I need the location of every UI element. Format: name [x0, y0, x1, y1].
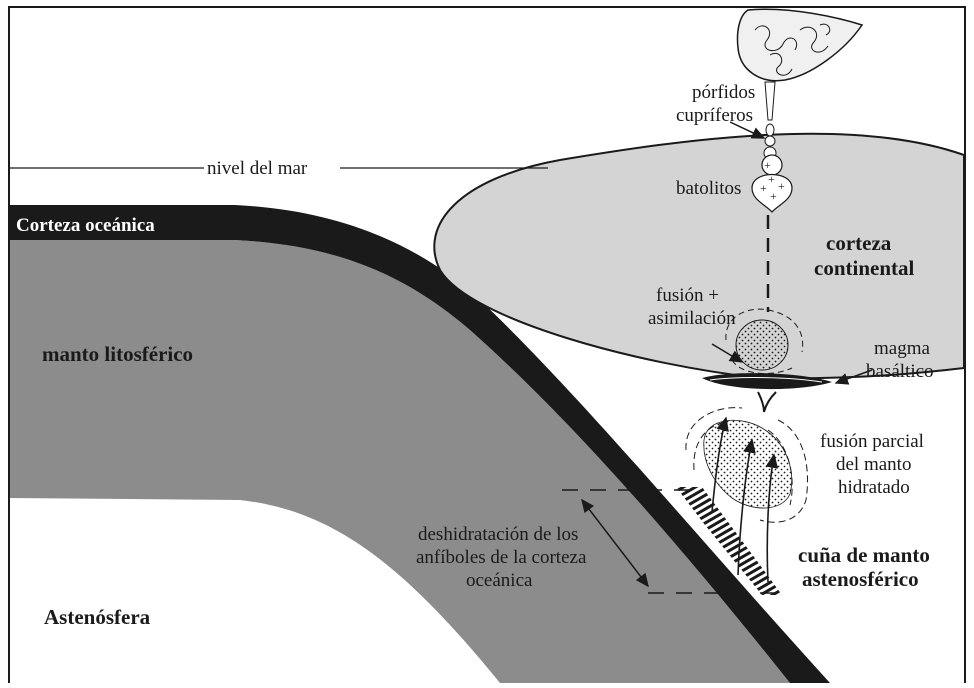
melting-assimilation-label-line2: asimilación: [648, 308, 736, 329]
porphyry-arrow: [729, 121, 766, 139]
svg-text:+: +: [760, 181, 767, 195]
batholith-plutons-icon: + + + + +: [751, 154, 793, 213]
svg-text:+: +: [778, 179, 785, 193]
asthenosphere-label: Astenósfera: [44, 605, 151, 629]
dehydration-label-line1: deshidratación de los: [418, 524, 578, 545]
svg-text:+: +: [770, 189, 777, 203]
porphyry-label-line1: pórfidos: [692, 82, 755, 103]
partial-melting-label-line3: hidratado: [838, 477, 910, 498]
volcanic-plume-icon: [736, 8, 864, 121]
basaltic-magma-label-line2: basáltico: [866, 361, 934, 382]
mantle-flow-arrows: [711, 416, 779, 583]
porphyry-label-line2: cupríferos: [676, 105, 753, 126]
partial-melting-label-line2: del manto: [836, 454, 911, 475]
sea-level-label: nivel del mar: [207, 158, 308, 179]
dehydration-label-line2: anfíboles de la corteza: [416, 547, 587, 568]
dehydration-double-arrow: [581, 498, 649, 588]
oceanic-crust-label: Corteza oceánica: [16, 215, 155, 236]
batholiths-label: batolitos: [676, 178, 741, 199]
basaltic-magma-lens: [702, 373, 832, 413]
porphyry-bodies-icon: [763, 123, 777, 160]
melting-arrow: [711, 343, 744, 363]
continental-crust-label-line1: corteza: [826, 231, 892, 255]
svg-text:+: +: [768, 172, 775, 186]
mantle-wedge-label-line1: cuña de manto: [798, 543, 930, 567]
continental-crust-area: [433, 132, 965, 380]
partial-melting-label-line1: fusión parcial: [820, 431, 924, 452]
melting-assimilation-label-line1: fusión +: [656, 285, 719, 306]
lithospheric-mantle-label: manto litosférico: [42, 342, 193, 366]
magma-chamber-icon: [725, 308, 804, 374]
svg-text:+: +: [764, 158, 771, 172]
continental-crust-label-line2: continental: [814, 256, 915, 280]
basaltic-magma-arrow: [834, 369, 873, 385]
basaltic-magma-label-line1: magma: [874, 338, 930, 359]
dehydration-label-line3: oceánica: [466, 570, 533, 591]
dehydration-zone-hatch: [676, 487, 782, 595]
mantle-wedge-label-line2: astenosférico: [802, 567, 919, 591]
